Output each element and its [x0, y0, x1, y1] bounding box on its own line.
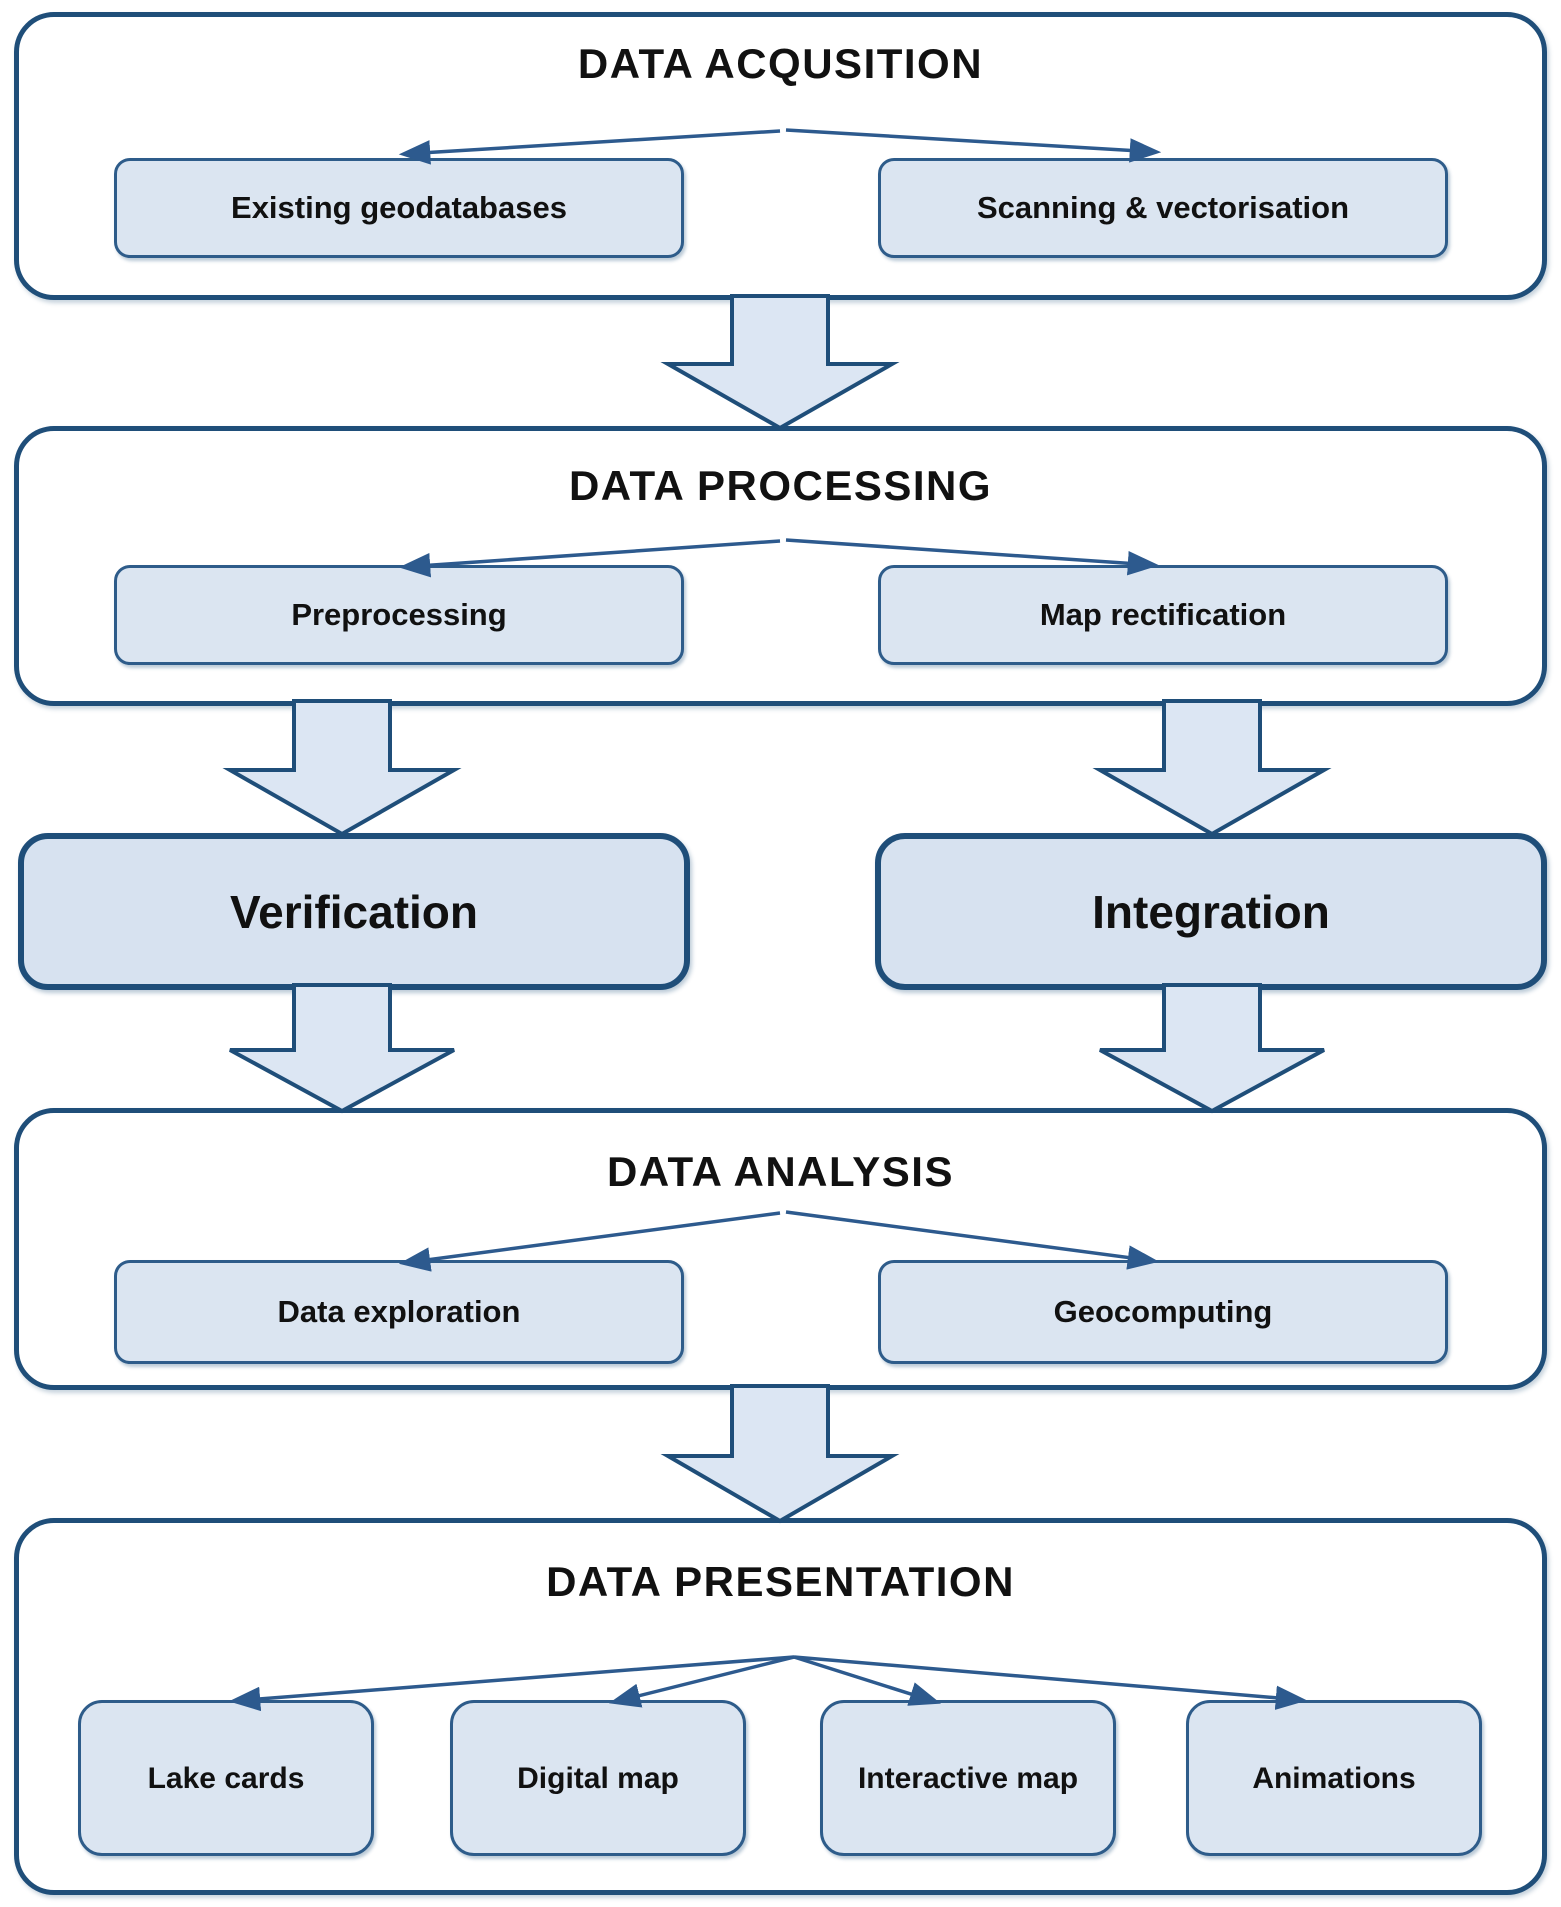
- node-data-exploration: Data exploration: [114, 1260, 684, 1364]
- node-integration: Integration: [875, 833, 1547, 990]
- section-title-data-acqusition: DATA ACQUSITION: [577, 40, 984, 87]
- node-preprocessing: Preprocessing: [114, 565, 684, 665]
- node-verification: Verification: [18, 833, 690, 990]
- node-lake-cards: Lake cards: [78, 1700, 374, 1856]
- block-down-arrow-icon: [229, 983, 455, 1114]
- block-down-arrow-icon: [660, 294, 900, 431]
- block-down-arrow-icon: [1099, 983, 1325, 1114]
- block-down-arrow-icon: [660, 1384, 900, 1524]
- block-down-arrow-icon: [222, 699, 462, 837]
- node-scanning-vectorisation: Scanning & vectorisation: [878, 158, 1448, 258]
- section-title-data-processing: DATA PROCESSING: [568, 462, 993, 509]
- node-animations: Animations: [1186, 1700, 1482, 1856]
- node-existing-geodatabases: Existing geodatabases: [114, 158, 684, 258]
- node-map-rectification: Map rectification: [878, 565, 1448, 665]
- section-title-data-presentation: DATA PRESENTATION: [546, 1558, 1015, 1605]
- section-title-data-analysis: DATA ANALYSIS: [607, 1148, 954, 1195]
- node-interactive-map: Interactive map: [820, 1700, 1116, 1856]
- block-down-arrow-icon: [1092, 699, 1332, 837]
- node-digital-map: Digital map: [450, 1700, 746, 1856]
- node-geocomputing: Geocomputing: [878, 1260, 1448, 1364]
